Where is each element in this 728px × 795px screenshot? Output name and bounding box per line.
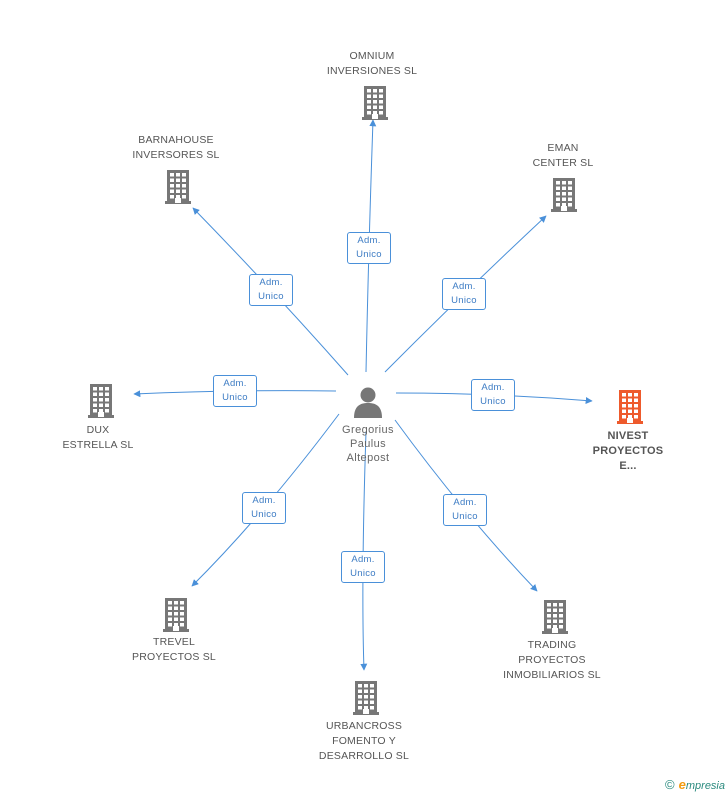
building-icon — [353, 681, 379, 715]
person-name-line: Gregorius — [342, 424, 394, 436]
company-name-line: PROYECTOS SL — [132, 651, 216, 663]
footer-brand: © empresia — [665, 777, 725, 792]
role-badge-line: Adm. — [223, 378, 247, 389]
company-name: DUX ESTRELLA SL — [38, 423, 158, 453]
company-name: URBANCROSS FOMENTO Y DESARROLLO SL — [304, 719, 424, 764]
company-name-line: INVERSORES SL — [132, 149, 220, 161]
role-badge-line: Adm. — [452, 281, 476, 292]
company-name-line: INMOBILIARIOS SL — [503, 669, 601, 681]
company-name-line: OMNIUM — [349, 50, 395, 62]
company-name-line: CENTER SL — [532, 157, 594, 169]
role-badge-line: Adm. — [481, 382, 505, 393]
role-badge-trading[interactable]: Adm. Unico — [443, 494, 487, 526]
role-badge-line: Adm. — [259, 277, 283, 288]
role-badge-omnium[interactable]: Adm. Unico — [347, 232, 391, 264]
building-icon — [551, 178, 577, 212]
building-icon — [617, 390, 643, 424]
role-badge-line: Unico — [251, 509, 277, 520]
company-name-line: URBANCROSS — [325, 720, 403, 732]
copyright-mark: © — [665, 777, 675, 792]
company-name: TRADING PROYECTOS INMOBILIARIOS SL — [492, 638, 612, 683]
company-name-line: NIVEST — [607, 430, 649, 442]
company-name-line: PROYECTOS — [592, 445, 664, 457]
company-name-line: ESTRELLA SL — [62, 439, 134, 451]
company-name: OMNIUM INVERSIONES SL — [312, 49, 432, 79]
company-name-line: DUX — [86, 424, 110, 436]
role-badge-line: Unico — [452, 511, 478, 522]
brand-logo-text: mpresia — [685, 780, 725, 792]
role-badge-line: Adm. — [252, 495, 276, 506]
role-badge-line: Adm. — [357, 235, 381, 246]
company-name: TREVEL PROYECTOS SL — [114, 635, 234, 665]
company-name: EMAN CENTER SL — [503, 141, 623, 171]
role-badge-line: Adm. — [453, 497, 477, 508]
company-name-line: FOMENTO Y — [332, 735, 396, 747]
building-icon — [362, 86, 388, 120]
building-icon — [88, 384, 114, 418]
building-icon — [163, 598, 189, 632]
role-badge-line: Unico — [350, 568, 376, 579]
role-badge-nivest[interactable]: Adm. Unico — [471, 379, 515, 411]
role-badge-dux[interactable]: Adm. Unico — [213, 375, 257, 407]
role-badge-barnahouse[interactable]: Adm. Unico — [249, 274, 293, 306]
role-badge-trevel[interactable]: Adm. Unico — [242, 492, 286, 524]
role-badge-line: Unico — [480, 396, 506, 407]
company-name-line: PROYECTOS — [518, 654, 586, 666]
role-badge-line: Unico — [258, 291, 284, 302]
role-badge-urbancross[interactable]: Adm. Unico — [341, 551, 385, 583]
company-name-line: TREVEL — [152, 636, 196, 648]
building-icon — [165, 170, 191, 204]
brand-logo-initial: e — [678, 777, 686, 792]
person-icon — [354, 387, 382, 418]
role-badge-line: Unico — [451, 295, 477, 306]
role-badge-line: Adm. — [351, 554, 375, 565]
role-badge-line: Unico — [222, 392, 248, 403]
company-name-line: BARNAHOUSE — [138, 134, 214, 146]
role-badge-eman[interactable]: Adm. Unico — [442, 278, 486, 310]
company-name: BARNAHOUSE INVERSORES SL — [116, 133, 236, 163]
person-name-line: Paulus — [349, 438, 387, 450]
person-name: Gregorius Paulus Altepost — [318, 423, 418, 465]
person-name-line: Altepost — [346, 452, 390, 464]
building-icon — [542, 600, 568, 634]
company-name-line: TRADING — [527, 639, 577, 651]
company-name-line: EMAN — [547, 142, 579, 154]
company-name: NIVEST PROYECTOS E... — [568, 429, 688, 474]
company-name-line: DESARROLLO SL — [318, 750, 410, 762]
company-name-line: INVERSIONES SL — [326, 65, 418, 77]
company-name-line: E... — [619, 460, 637, 472]
role-badge-line: Unico — [356, 249, 382, 260]
